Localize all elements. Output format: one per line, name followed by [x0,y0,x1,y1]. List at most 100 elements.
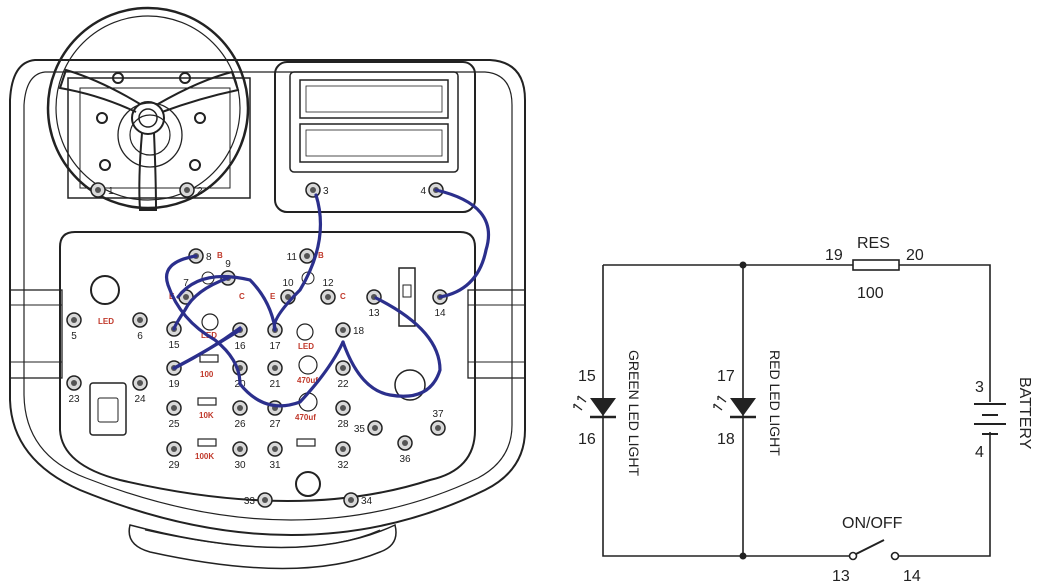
battery-cell-2 [299,123,449,163]
terminal-label-4: 4 [420,186,426,197]
switch-pin-right: 14 [903,568,921,585]
battery-cell-1 [299,79,449,119]
right-rail [467,289,526,379]
terminal-label-26: 26 [234,419,246,430]
wire-8-20 [165,254,242,386]
terminal-center-26 [237,405,243,411]
terminal-label-21: 21 [269,379,281,390]
terminal-30: 30 [232,441,248,471]
mark-b-8: B [217,251,223,260]
terminal-center-22 [340,365,346,371]
res-label-100k: 100K [195,452,214,461]
terminal-label-13: 13 [368,308,380,319]
wire-3-17 [272,193,322,332]
terminal-center-11 [304,253,310,259]
terminal-label-31: 31 [269,460,281,471]
terminal-10: 10 [280,278,296,305]
switch-contact-right [890,551,900,561]
terminal-36: 36 [397,435,413,465]
board-inner-body [23,71,513,521]
switch-lever [855,539,885,555]
green-led-pin-top: 15 [578,368,596,385]
battery-pin-top: 3 [975,379,984,396]
terminal-5: 5 [66,312,82,342]
terminal-13: 13 [366,289,382,319]
terminal-23: 23 [66,375,82,405]
wire-18-big [341,296,442,398]
left-rail [9,289,63,379]
terminal-center-31 [272,446,278,452]
jumper-wires [165,188,491,408]
terminal-6: 6 [132,312,148,342]
red-led-pin-bottom: 18 [717,431,735,448]
terminal-label-11: 11 [287,252,298,263]
terminal-center-2 [184,187,190,193]
terminal-label-25: 25 [168,419,180,430]
terminal-34: 34 [343,492,373,508]
terminal-center-12 [325,294,331,300]
terminal-center-28 [340,405,346,411]
mark-e-10: E [270,292,276,301]
terminal-label-36: 36 [399,454,411,465]
terminal-26: 26 [232,400,248,430]
terminal-center-7 [183,294,189,300]
terminal-label-8: 8 [206,252,212,263]
mark-c-9: C [239,292,245,301]
resistor-symbol [852,259,900,271]
terminal-center-37 [435,425,441,431]
res-pin-left: 19 [825,247,843,264]
terminal-label-6: 6 [137,331,143,342]
res-label-100: 100 [200,370,214,379]
terminal-1: 1 [90,182,114,198]
wire-20-18 [238,340,345,408]
terminal-center-33 [262,497,268,503]
terminal-label-5: 5 [71,331,77,342]
terminal-label-14: 14 [434,308,446,319]
switch-label: ON/OFF [842,515,903,532]
terminal-center-29 [171,446,177,452]
terminal-2: 2 [179,182,203,198]
green-led-pin-bottom: 16 [578,431,596,448]
green-led-label: GREEN LED LIGHT [626,350,642,476]
terminal-label-15: 15 [168,340,180,351]
res-label-10k: 10K [199,411,214,420]
terminal-31: 31 [267,441,283,471]
switch-pin-left: 13 [832,568,850,585]
terminal-center-6 [137,317,143,323]
terminal-label-19: 19 [168,379,180,390]
red-led-label: RED LED LIGHT [767,350,783,456]
red-led-symbol [713,395,756,419]
terminal-center-23 [71,380,77,386]
board-outer-body [9,59,526,536]
wire-9-15 [172,276,230,331]
terminal-label-35: 35 [354,424,366,435]
switch-slot [398,267,416,327]
green-led-symbol [573,395,616,419]
cap-label-a: 470uf [297,376,318,385]
terminal-label-3: 3 [323,186,329,197]
terminal-label-34: 34 [361,496,373,507]
terminal-center-32 [340,446,346,452]
terminal-25: 25 [166,400,182,430]
fan-wheel [46,6,250,210]
battery-pin-bottom: 4 [975,444,984,461]
wire-4-14 [434,188,491,299]
junction-bottom [739,552,747,560]
terminal-28: 28 [335,400,351,430]
terminal-21: 21 [267,360,283,390]
wire-7-17 [176,274,277,330]
terminal-center-34 [348,497,354,503]
wire-bottom [602,265,850,557]
terminal-center-5 [71,317,77,323]
terminal-label-30: 30 [234,460,246,471]
terminal-center-35 [372,425,378,431]
terminal-label-18: 18 [353,326,365,337]
switch-contact-left [848,551,858,561]
wire-16-19-loop [173,326,242,370]
terminal-label-33: 33 [244,496,256,507]
terminal-29: 29 [166,441,182,471]
terminal-33: 33 [244,492,273,508]
junction-top [739,261,747,269]
mark-c-12: C [340,292,346,301]
terminal-35: 35 [354,420,383,436]
